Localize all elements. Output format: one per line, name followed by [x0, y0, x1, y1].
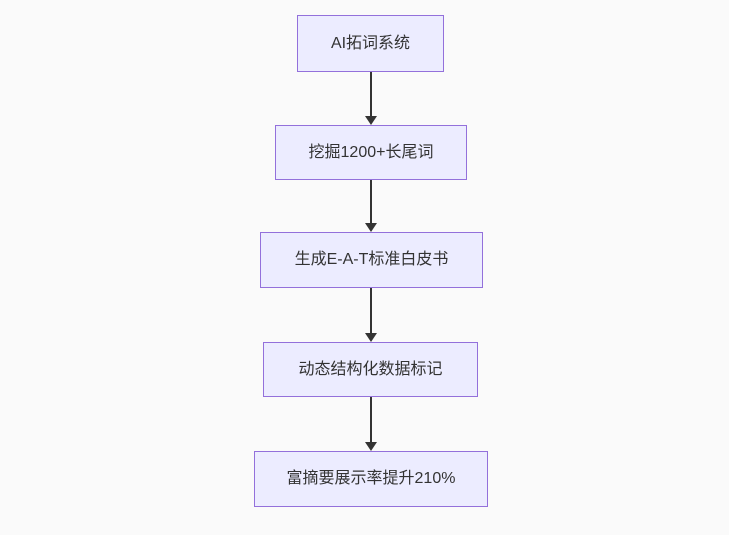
- edge-line: [370, 288, 372, 333]
- arrow-down-icon: [365, 442, 377, 451]
- flow-node-label: 生成E-A-T标准白皮书: [294, 251, 449, 269]
- flow-node-structured-data: 动态结构化数据标记: [263, 342, 478, 397]
- flow-node-label: 动态结构化数据标记: [298, 360, 443, 378]
- arrow-down-icon: [365, 116, 377, 125]
- flow-node-label: AI拓词系统: [330, 34, 411, 52]
- edge-line: [370, 72, 372, 116]
- flow-edge: [365, 72, 377, 125]
- flow-edge: [365, 180, 377, 232]
- flow-node-rich-snippet-result: 富摘要展示率提升210%: [254, 451, 488, 507]
- flow-node-label: 挖掘1200+长尾词: [308, 143, 434, 161]
- arrow-down-icon: [365, 223, 377, 232]
- flow-edge: [365, 288, 377, 342]
- flow-node-ai-word-system: AI拓词系统: [297, 15, 444, 72]
- edge-line: [370, 397, 372, 442]
- flow-edge: [365, 397, 377, 451]
- arrow-down-icon: [365, 333, 377, 342]
- flow-node-longtail-mining: 挖掘1200+长尾词: [275, 125, 467, 180]
- flow-node-eat-whitepaper: 生成E-A-T标准白皮书: [260, 232, 483, 288]
- edge-line: [370, 180, 372, 223]
- flow-node-label: 富摘要展示率提升210%: [286, 470, 456, 488]
